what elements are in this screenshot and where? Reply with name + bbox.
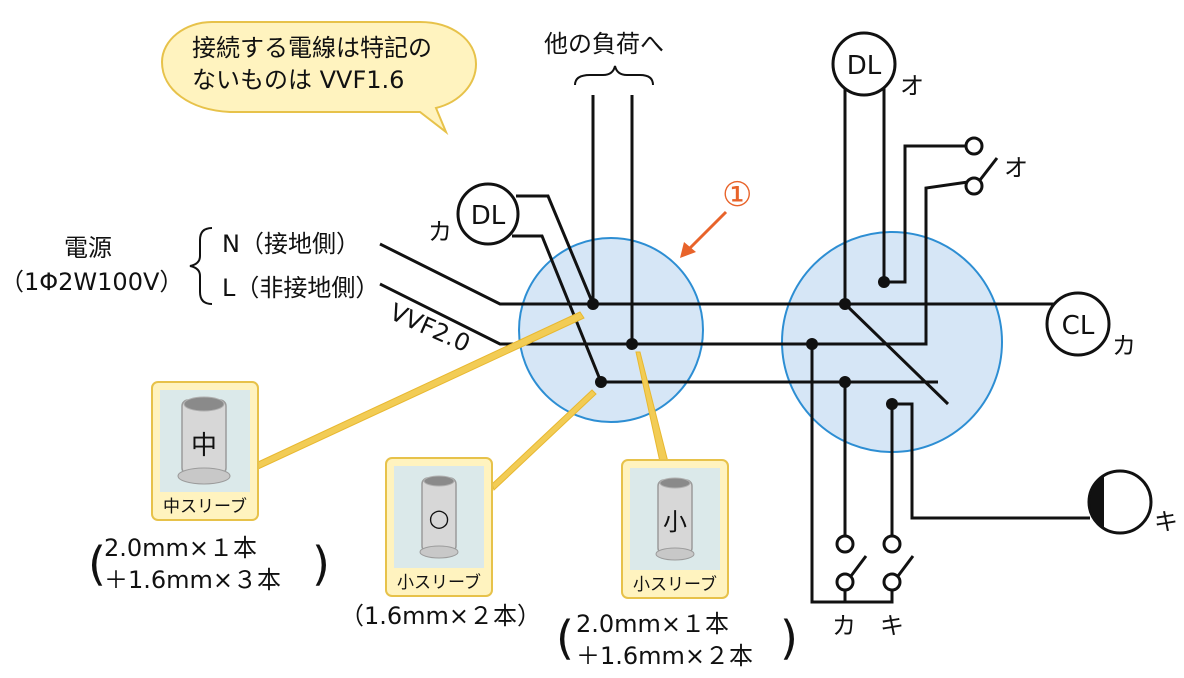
cl-tag: カ	[1112, 332, 1136, 360]
power-title: 電源	[64, 234, 112, 262]
sleeve-1-note-close: )	[312, 537, 330, 591]
dl-top-tag: オ	[900, 72, 924, 100]
dl-left-wire-top	[516, 194, 595, 305]
dl-left-tag: カ	[428, 218, 452, 246]
sleeve-2-note-line-1: （1.6mm×２本）	[340, 602, 541, 630]
switch-ki-wire-top	[892, 402, 1090, 520]
dot-dl-top	[878, 276, 890, 288]
dot-n-right	[839, 298, 851, 310]
dl-left-wire-bottom	[512, 234, 603, 383]
callout-line-1: 接続する電線は特記の	[192, 34, 432, 62]
sleeve-card-2: ○ 小スリーブ	[385, 457, 493, 597]
sleeve-card-3: 小 小スリーブ	[621, 459, 729, 599]
leader-sleeve-2	[491, 389, 597, 491]
other-load-label: 他の負荷へ	[544, 30, 664, 58]
switch-ka: カ	[832, 534, 868, 640]
note-callout: 接続する電線は特記の ないものは VVF1.6	[160, 21, 478, 136]
dl-left-name: DL	[471, 201, 506, 231]
power-l-label: L（非接地側）	[222, 274, 379, 302]
power-line-l	[379, 180, 969, 346]
dot-ka-right	[839, 376, 851, 388]
cable-label: VVF2.0	[386, 298, 475, 358]
sleeve-3-note-close: )	[780, 611, 798, 665]
other-load-brace	[574, 65, 654, 86]
dot-l-right	[806, 338, 818, 350]
sleeve-1-note-line-1: 2.0mm×１本	[104, 534, 257, 562]
connection-dots	[587, 276, 898, 410]
sleeve-3-note-line-2: ＋1.6mm×２本	[576, 642, 753, 670]
switch-o-wire	[884, 144, 968, 284]
sleeve-1-mark: 中	[191, 431, 217, 461]
callout-line-2: ないものは VVF1.6	[192, 66, 404, 94]
cl-fixture: CL カ	[1045, 291, 1136, 360]
sleeve-2-mark: ○	[429, 504, 450, 532]
dot-l-left	[626, 338, 638, 350]
neutral-to-outlet	[843, 302, 950, 406]
switch-ki-tag: キ	[880, 612, 904, 640]
switch-common-wire	[810, 344, 894, 604]
switch-ki: キ	[880, 534, 915, 640]
dot-n-left	[587, 298, 599, 310]
dl-top-fixture: DL オ	[831, 31, 924, 100]
marker-number: ①	[722, 175, 752, 215]
switch-o-tag: オ	[1004, 154, 1028, 182]
sleeve-3-note-open: (	[556, 611, 574, 665]
dot-switched-left	[595, 376, 607, 388]
junction-box-left	[518, 237, 704, 423]
sleeve-1-note-line-2: ＋1.6mm×３本	[104, 566, 281, 594]
cl-name: CL	[1062, 311, 1095, 341]
power-brace	[189, 227, 213, 305]
marker-arrow-line	[686, 210, 728, 252]
outlet-fixture: キ	[1087, 469, 1178, 536]
power-n-label: N（接地側）	[222, 230, 360, 258]
dot-ki-right	[886, 398, 898, 410]
dl-top-name: DL	[847, 51, 882, 81]
outlet-tag: キ	[1154, 508, 1178, 536]
marker-arrow-head	[680, 242, 696, 258]
sleeve-3-note-line-1: 2.0mm×１本	[576, 610, 729, 638]
sleeve-3-label: 小スリーブ	[633, 574, 717, 595]
sleeve-1-note-open: (	[88, 537, 106, 591]
power-spec: （1Φ2W100V）	[0, 268, 183, 296]
switch-ka-tag: カ	[832, 612, 856, 640]
sleeve-2-label: 小スリーブ	[397, 572, 481, 593]
power-line-n	[379, 242, 1062, 306]
sleeve-1-label: 中スリーブ	[163, 496, 247, 517]
dl-left-fixture: DL カ	[428, 182, 520, 246]
switch-o: オ	[964, 136, 1028, 196]
sleeve-3-mark: 小	[663, 508, 687, 536]
sleeve-card-1: 中 中スリーブ	[151, 381, 259, 521]
